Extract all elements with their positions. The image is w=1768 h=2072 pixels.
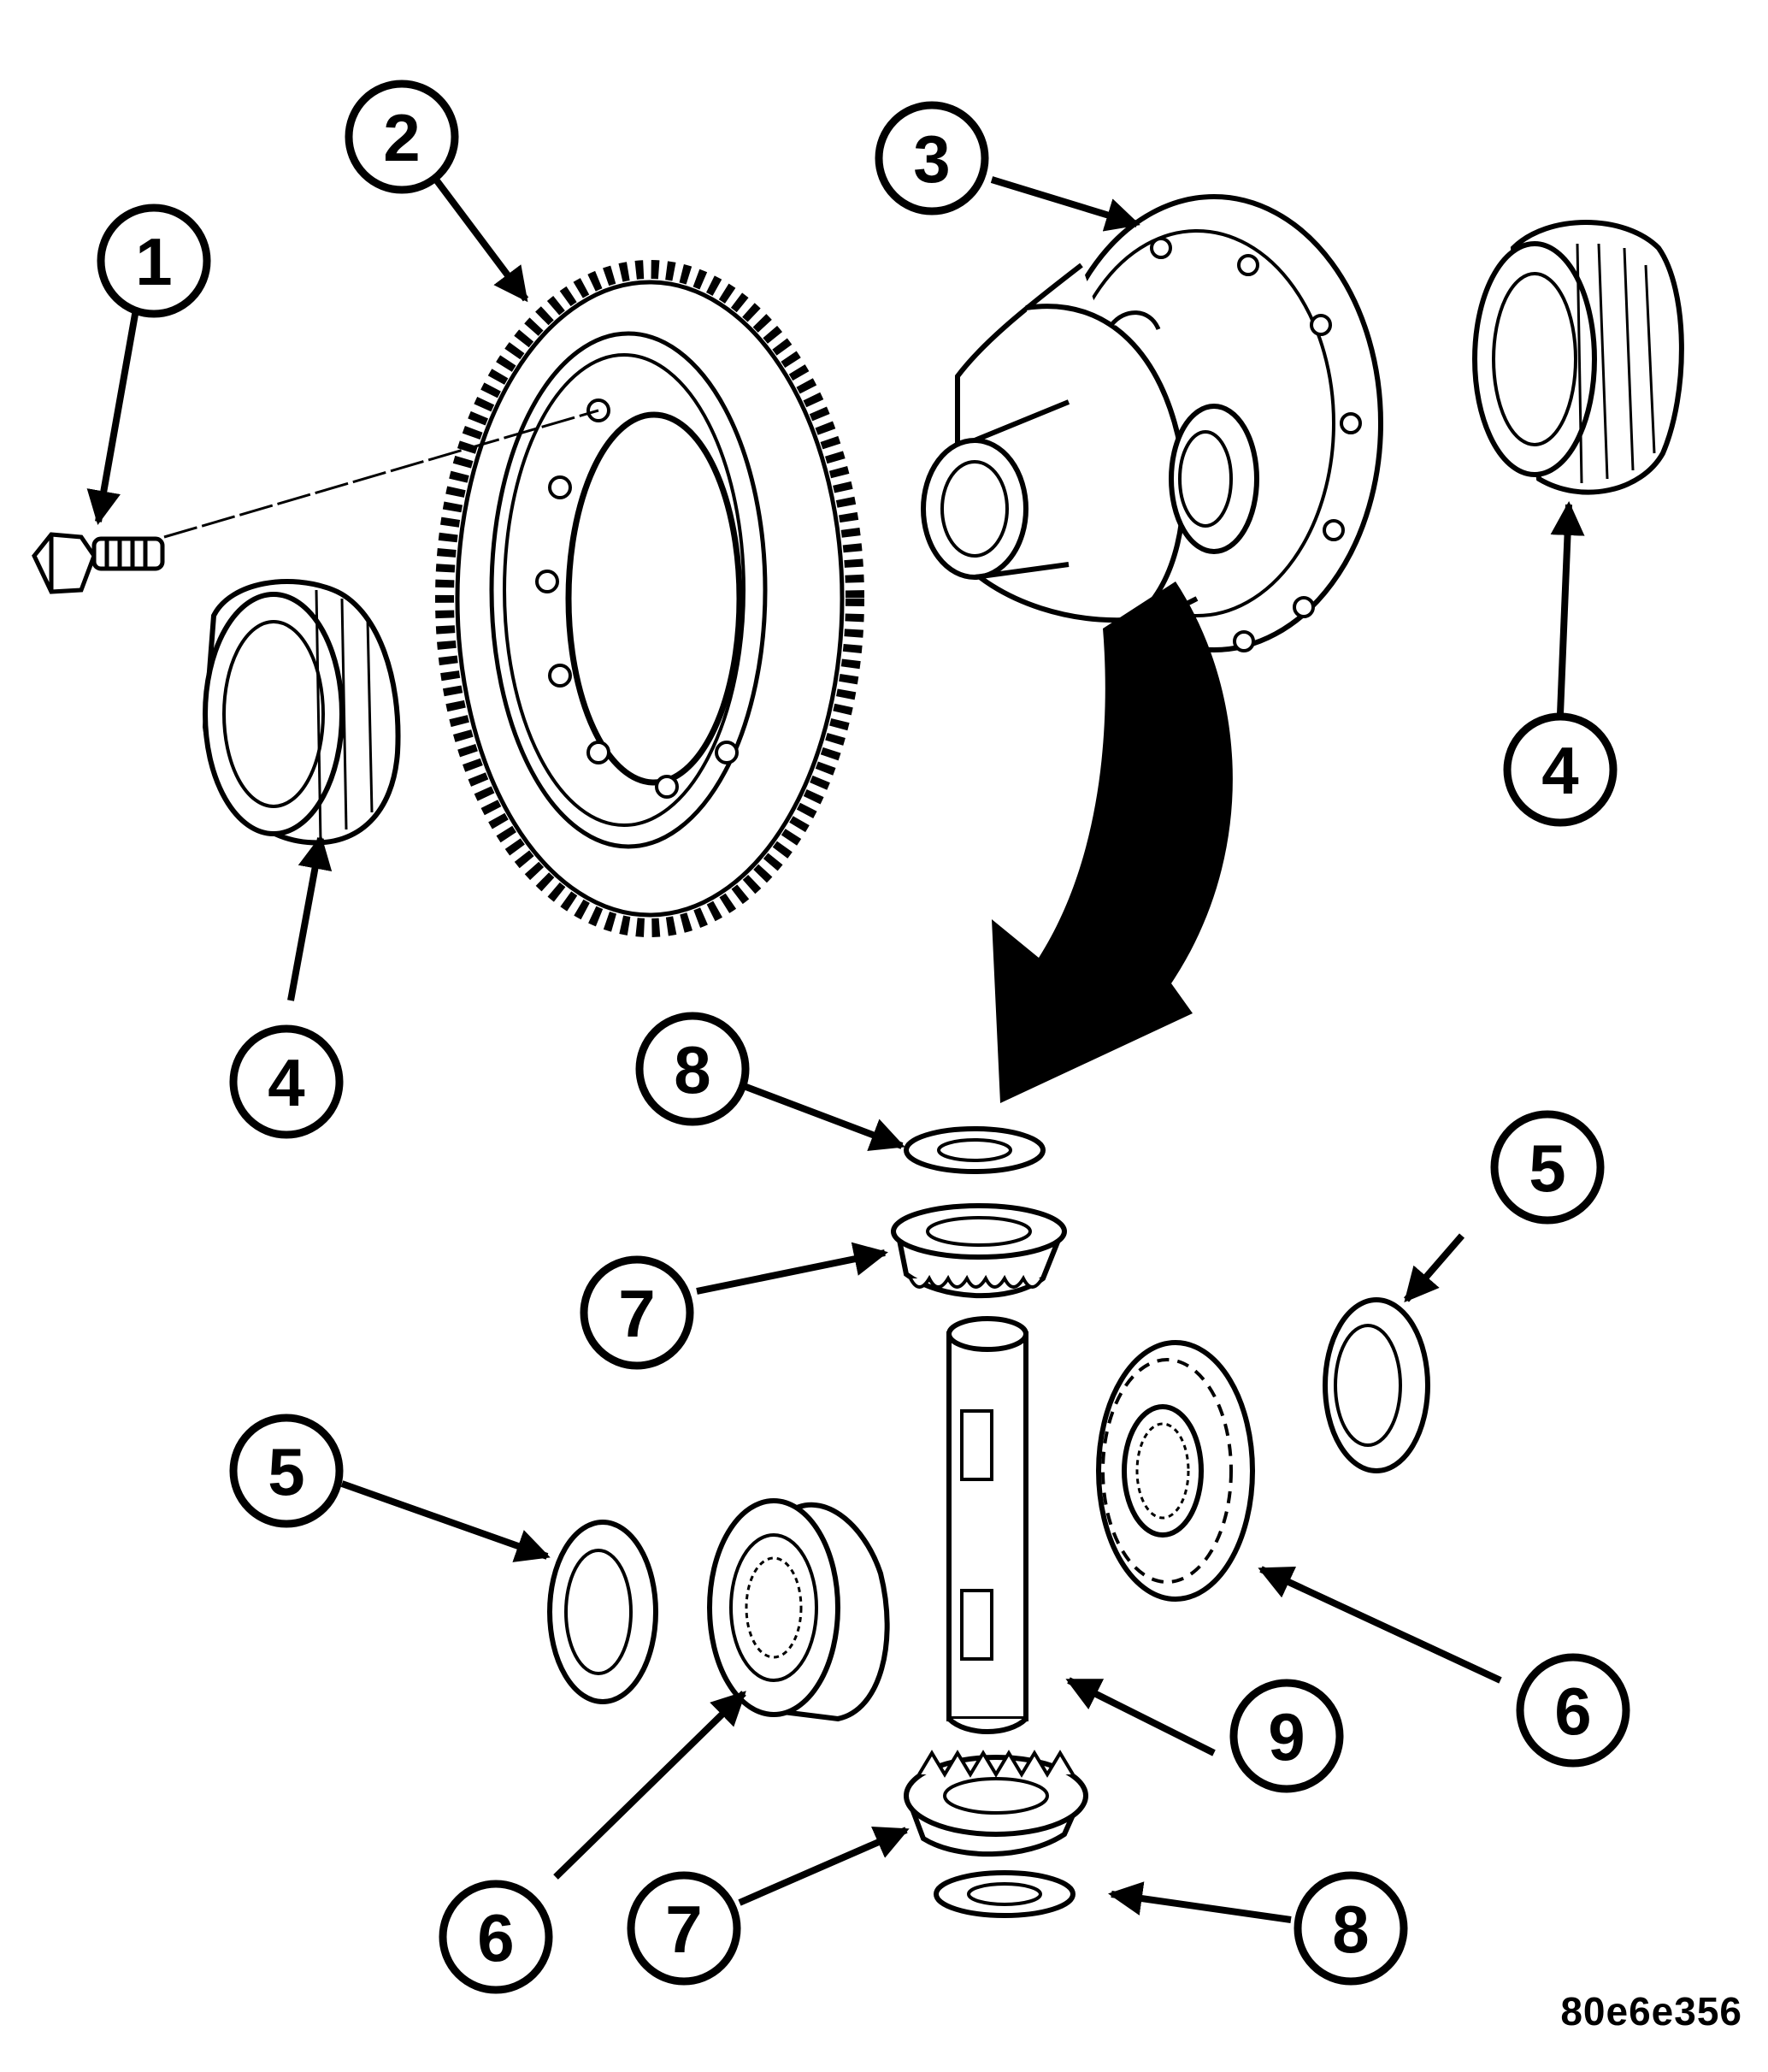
callout-7-bottom: 7 [627,1871,741,1986]
bolt [32,532,165,594]
svg-text:7: 7 [665,1892,702,1967]
figure-code: 80e6e356 [1560,1989,1742,2034]
side-washer-right [1323,1297,1430,1473]
side-gear-left [707,1498,890,1722]
callout-5-right: 5 [1490,1110,1605,1225]
pinion-shaft [946,1316,1028,1734]
bolt-alignment-line [163,409,599,539]
callout-6-right: 6 [1516,1653,1630,1768]
bearing-right [1472,220,1684,495]
callout-4-right: 4 [1503,712,1618,827]
direction-arrow [992,581,1233,1103]
callout-7-top: 7 [580,1255,694,1370]
svg-text:1: 1 [135,224,172,299]
callout-5-left: 5 [229,1414,344,1528]
differential-case [921,194,1383,652]
svg-text:7: 7 [618,1276,655,1351]
svg-text:5: 5 [1529,1130,1565,1206]
side-gear-right [1096,1340,1255,1602]
callout-2: 2 [345,80,459,194]
pinion-gear-bottom [904,1750,1088,1857]
svg-text:9: 9 [1268,1699,1305,1774]
callout-1: 1 [97,204,211,318]
bearing-left [202,579,401,846]
svg-text:8: 8 [674,1032,710,1107]
pinion-gear-top [891,1203,1067,1299]
callout-3: 3 [875,101,989,215]
callout-6-left: 6 [439,1880,553,1994]
side-washer-left [547,1520,658,1704]
thrust-washer-top [904,1126,1046,1174]
callout-8-bottom: 8 [1294,1871,1408,1986]
svg-text:3: 3 [913,121,950,197]
thrust-washer-bottom [934,1870,1076,1918]
svg-text:5: 5 [268,1434,304,1509]
svg-text:4: 4 [1541,733,1578,808]
callout-4-left: 4 [229,1024,344,1139]
svg-text:4: 4 [268,1045,304,1120]
ring-gear [435,260,864,937]
svg-text:8: 8 [1332,1892,1369,1967]
callout-9: 9 [1229,1679,1344,1793]
svg-text:2: 2 [383,100,420,175]
svg-text:6: 6 [1554,1674,1591,1749]
callout-8-top: 8 [635,1012,750,1126]
leader-arrows [86,176,1585,1923]
svg-text:6: 6 [477,1900,514,1975]
